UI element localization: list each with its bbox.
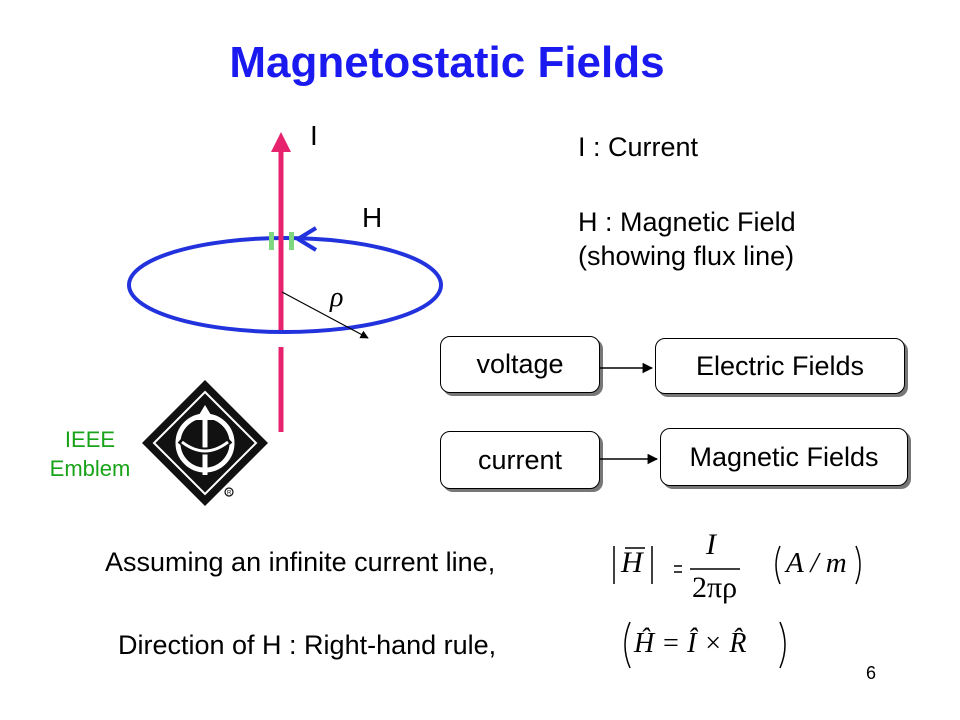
current-definition: I : Current xyxy=(578,132,699,162)
magnitude-numerator: I xyxy=(706,528,716,561)
voltage-label: voltage xyxy=(476,349,564,379)
field-vector-symbol: H xyxy=(621,546,643,579)
electric-fields-label: Electric Fields xyxy=(695,350,865,381)
svg-text:R: R xyxy=(227,491,232,497)
flux-loop xyxy=(127,236,443,334)
magnetic-fields-label: Magnetic Fields xyxy=(689,441,879,472)
flux-direction-arrow xyxy=(296,226,318,252)
magnitude-denominator: 2πρ xyxy=(692,571,738,604)
magnitude-equation-graphics xyxy=(613,545,861,585)
field-label: H xyxy=(362,202,383,233)
right-hand-rule-statement: Direction of H : Right-hand rule, xyxy=(118,630,497,660)
direction-equation-graphics xyxy=(624,621,786,669)
rho-label: ρ xyxy=(330,282,344,313)
field-definition: H : Magnetic Field xyxy=(578,207,796,237)
slide-title: Magnetostatic Fields xyxy=(229,38,665,87)
emblem-label: IEEE Emblem xyxy=(30,425,150,483)
current-box: current xyxy=(440,431,600,489)
magnitude-equation: H I 2πρ A / m xyxy=(612,528,912,608)
current-box-label: current xyxy=(477,444,563,475)
electric-fields-box: Electric Fields xyxy=(655,338,905,394)
page-number: 6 xyxy=(866,663,877,683)
infinite-line-statement: Assuming an infinite current line, xyxy=(105,547,496,577)
emblem-label-line1: IEEE xyxy=(64,427,116,452)
emblem-label-line2: Emblem xyxy=(49,456,131,481)
direction-formula: Ĥ = Î × R̂ xyxy=(634,628,747,659)
magnetic-fields-box: Magnetic Fields xyxy=(660,428,908,486)
field-definition-note: (showing flux line) xyxy=(578,241,795,271)
current-label: I xyxy=(310,120,318,151)
voltage-box: voltage xyxy=(440,336,600,393)
green-marker-left xyxy=(269,232,274,250)
radius-arrow xyxy=(281,291,369,339)
magnitude-unit: A / m xyxy=(786,547,847,579)
direction-equation: Ĥ = Î × R̂ xyxy=(620,618,850,672)
green-marker-right xyxy=(289,232,294,250)
